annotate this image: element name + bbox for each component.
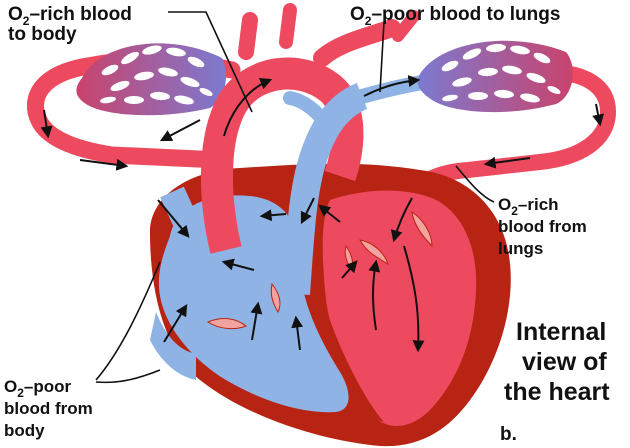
leader-line [168,11,253,113]
svg-text:to body: to body [8,24,77,45]
svg-text:Internal: Internal [516,318,606,346]
flow-arrow [221,258,255,271]
flow-arrow [223,78,273,137]
svg-text:O2–poor: O2–poor [4,377,72,400]
body-capillary-bed [76,43,226,116]
flow-arrow [341,260,358,279]
leader-lines [95,11,495,384]
svg-text:lungs: lungs [498,239,543,258]
svg-text:blood from: blood from [498,217,587,236]
flow-arrow [363,75,421,97]
flow-arrow [291,315,304,351]
lung-capillary-bed [417,40,573,113]
leader-line [95,369,161,384]
flow-arrow [403,245,425,353]
flow-arrow [40,109,53,139]
flow-arrow [300,197,315,225]
svg-text:blood from: blood from [4,399,93,418]
svg-text:body: body [4,421,45,440]
svg-text:view of: view of [522,348,607,376]
svg-text:O2–rich blood: O2–rich blood [8,4,132,28]
flow-arrow [390,197,413,243]
svg-text:the heart: the heart [504,378,610,406]
diagram-title: Internal view of the heart [504,318,610,406]
flow-arrow [79,158,129,171]
label-o2-rich-to-body: O2–rich blood to body [8,4,132,45]
great-vessels [160,3,420,296]
flow-arrows [40,75,605,353]
flow-arrow [157,199,190,238]
inferior-vena-cava [150,312,196,380]
flow-arrow [259,209,287,222]
label-o2-poor-to-lungs: O2–poor blood to lungs [350,4,560,28]
panel-letter: b. [500,424,517,445]
leader-line [455,165,495,203]
flow-arrow [159,119,201,142]
pulmonary-artery [282,83,368,296]
leader-line [379,21,385,93]
superior-vena-cava [160,186,206,246]
flow-arrow [250,301,263,341]
flow-arrow [592,103,605,127]
svg-text:O2–rich: O2–rich [498,195,559,218]
flow-arrow [483,156,531,169]
flow-arrow [368,259,381,331]
label-o2-rich-from-lungs: O2–rich blood from lungs [498,195,587,258]
left-ventricle [322,190,477,426]
leader-line [95,261,161,381]
svg-text:O2–poor blood to lungs: O2–poor blood to lungs [350,4,560,28]
septum [296,250,384,422]
flow-arrow [318,204,341,223]
label-o2-poor-from-body: O2–poor blood from body [4,377,93,440]
flow-arrow [163,303,188,343]
